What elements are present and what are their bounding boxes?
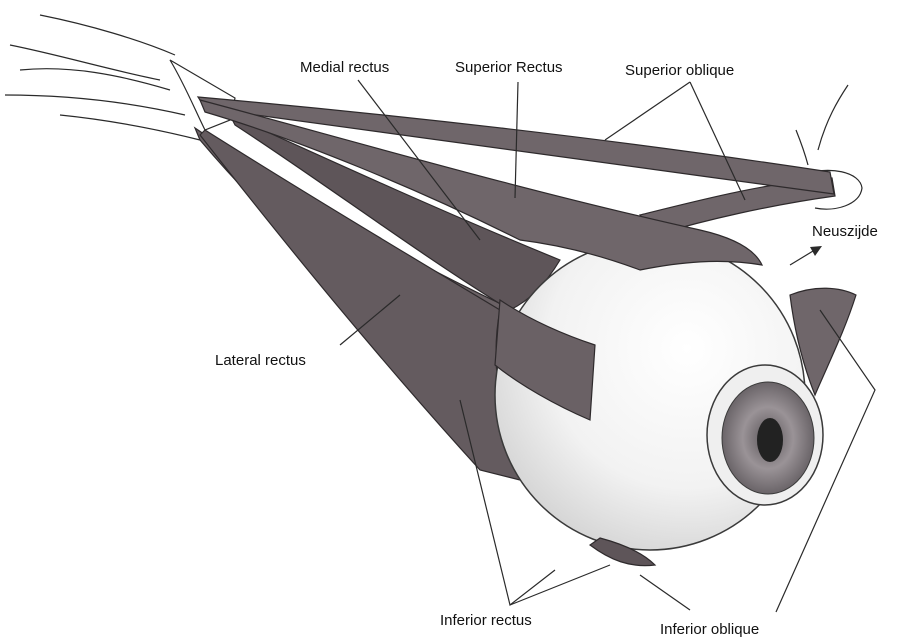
- label-inferior-rectus: Inferior rectus: [440, 612, 532, 629]
- label-neuszijde: Neuszijde: [812, 223, 878, 240]
- label-superior-oblique: Superior oblique: [625, 62, 734, 79]
- label-lateral-rectus: Lateral rectus: [215, 352, 306, 369]
- label-inferior-oblique: Inferior oblique: [660, 621, 759, 638]
- cornea: [707, 365, 823, 505]
- label-superior-rectus: Superior Rectus: [455, 59, 563, 76]
- optic-nerve: [5, 15, 235, 140]
- label-medial-rectus: Medial rectus: [300, 59, 389, 76]
- pupil: [757, 418, 783, 462]
- nasal-side-arrow: [790, 246, 822, 265]
